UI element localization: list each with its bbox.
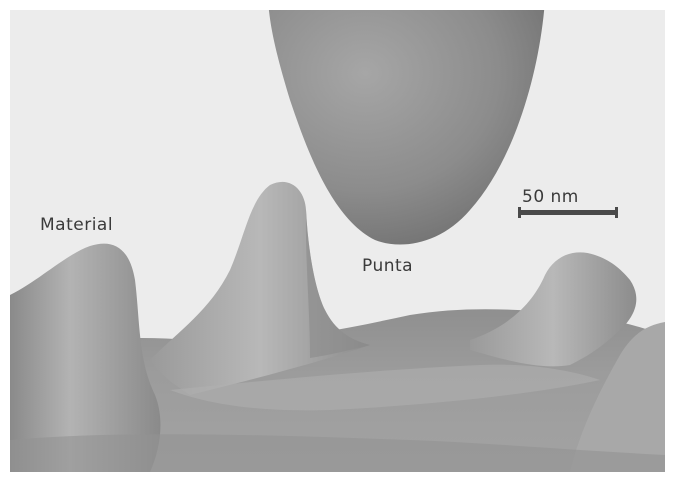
image-panel: Material Punta 50 nm [10, 10, 665, 472]
scale-label: 50 nm [522, 187, 579, 207]
scale-bar [518, 210, 618, 215]
afm-tip [268, 10, 545, 245]
tip-label: Punta [362, 256, 413, 276]
afm-scene-graphic [10, 10, 665, 472]
material-label: Material [40, 215, 113, 235]
